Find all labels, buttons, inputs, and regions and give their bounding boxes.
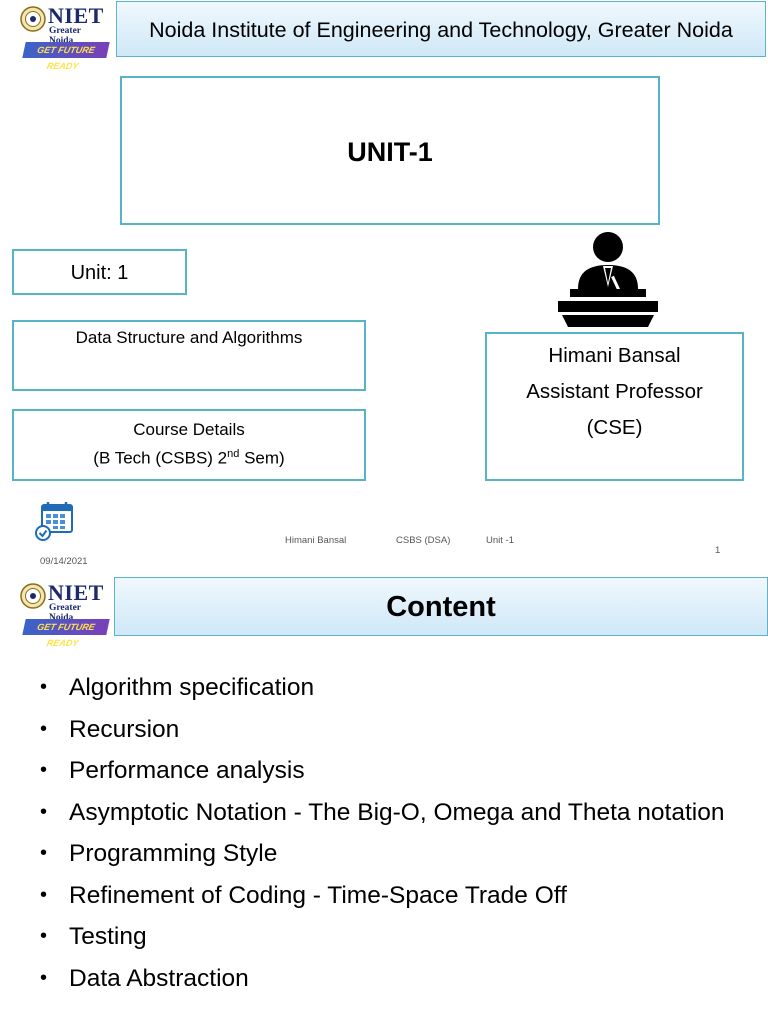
footer-page-number: 1	[715, 545, 721, 556]
niet-logo: NIET Greater Noida GET FUTURE READY	[18, 2, 110, 71]
slide-2: NIET Greater Noida GET FUTURE READY Cont…	[0, 575, 768, 1024]
logo-tagline: GET FUTURE READY	[22, 42, 110, 71]
slide-1: NIET Greater Noida GET FUTURE READY Noid…	[12, 1, 766, 567]
professor-name: Himani Bansal	[548, 344, 681, 367]
list-item: Algorithm specification	[40, 670, 740, 705]
calendar-icon	[35, 502, 73, 541]
list-item: Performance analysis	[40, 753, 740, 788]
list-item: Testing	[40, 919, 740, 954]
professor-department: (CSE)	[586, 416, 643, 439]
list-item: Refinement of Coding - Time-Space Trade …	[40, 878, 740, 913]
list-item: Data Abstraction	[40, 961, 740, 996]
logo-location: Greater Noida	[49, 26, 81, 46]
content-bullet-list: Algorithm specification Recursion Perfor…	[40, 670, 740, 1002]
course-details-program: (B Tech (CSBS) 2nd Sem)	[14, 442, 364, 471]
course-details-heading: Course Details	[133, 420, 245, 439]
logo-location: Greater Noida	[49, 603, 81, 623]
logo-name: NIET	[48, 580, 104, 605]
list-item: Recursion	[40, 712, 740, 747]
seal-icon	[20, 583, 46, 609]
list-item: Asymptotic Notation - The Big-O, Omega a…	[40, 795, 740, 830]
unit-label-box: Unit: 1	[12, 249, 187, 295]
professor-title: Assistant Professor	[526, 380, 703, 403]
footer-unit: Unit -1	[486, 535, 514, 546]
subject-box: Data Structure and Algorithms	[12, 320, 366, 391]
course-program-text: (B Tech (CSBS) 2	[93, 448, 228, 468]
subject-name: Data Structure and Algorithms	[75, 328, 303, 347]
unit-title-box: UNIT-1	[120, 76, 660, 225]
course-details-box: Course Details (B Tech (CSBS) 2nd Sem)	[12, 409, 366, 481]
professor-box: Himani Bansal Assistant Professor (CSE)	[485, 332, 744, 481]
course-semester-suffix: nd	[227, 448, 240, 460]
logo-name: NIET	[48, 3, 104, 28]
footer-course: CSBS (DSA)	[396, 535, 451, 546]
speaker-at-podium-icon	[558, 232, 658, 327]
list-item: Programming Style	[40, 836, 740, 871]
institute-title-bar: Noida Institute of Engineering and Techn…	[116, 1, 766, 57]
niet-logo: NIET Greater Noida GET FUTURE READY	[18, 579, 110, 648]
logo-tagline: GET FUTURE READY	[22, 619, 110, 648]
footer-author: Himani Bansal	[285, 535, 347, 546]
seal-icon	[20, 6, 46, 32]
content-title-bar: Content	[114, 577, 768, 636]
course-semester-text: Sem)	[239, 448, 285, 468]
footer-date: 09/14/2021	[40, 556, 88, 567]
